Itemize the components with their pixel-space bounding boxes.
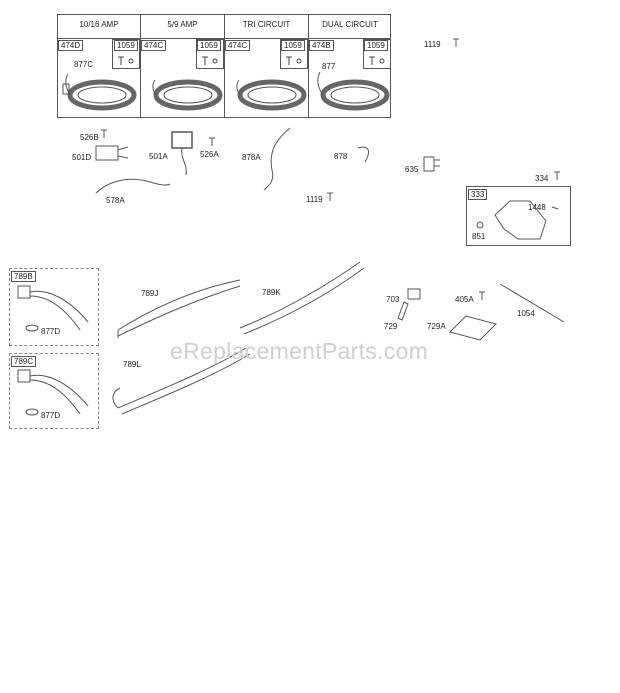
column-header-10-16-amp: 10/16 AMP <box>79 20 119 29</box>
harness-789c[interactable] <box>17 369 89 416</box>
screw-icon-526b <box>101 129 107 138</box>
part-label-1059-col4[interactable]: 1059 <box>364 40 388 51</box>
part-label-501d[interactable]: 501D <box>72 153 92 162</box>
part-label-789b[interactable]: 789B <box>11 271 36 282</box>
screw-icon-1119-mid <box>327 192 333 201</box>
part-label-789j[interactable]: 789J <box>141 289 159 298</box>
part-label-474b[interactable]: 474B <box>309 40 334 51</box>
part-label-877d-lower[interactable]: 877D <box>41 411 61 420</box>
harness-789l[interactable] <box>112 347 251 415</box>
part-label-877d-upper[interactable]: 877D <box>41 327 61 336</box>
part-label-878[interactable]: 878 <box>334 152 348 161</box>
part-label-1054[interactable]: 1054 <box>517 309 535 318</box>
part-label-474c-col3[interactable]: 474C <box>225 40 251 51</box>
part-label-1119-top[interactable]: 1119 <box>424 40 441 49</box>
wire-878[interactable] <box>357 146 369 163</box>
part-label-578a[interactable]: 578A <box>106 196 125 205</box>
part-label-877c[interactable]: 877C <box>74 60 94 69</box>
part-label-729[interactable]: 729 <box>384 322 398 331</box>
armature-333[interactable] <box>476 200 559 240</box>
part-label-334[interactable]: 334 <box>535 174 549 183</box>
part-label-474c-col2[interactable]: 474C <box>141 40 167 51</box>
column-header-5-9-amp: 5/9 AMP <box>167 20 198 29</box>
part-label-526a[interactable]: 526A <box>200 150 219 159</box>
kit-box-789b <box>9 268 99 346</box>
part-label-501a[interactable]: 501A <box>149 152 168 161</box>
part-label-405a[interactable]: 405A <box>455 295 474 304</box>
harness-789b[interactable] <box>17 285 89 332</box>
column-header-dual-circuit: DUAL CIRCUIT <box>322 20 378 29</box>
part-label-789k[interactable]: 789K <box>262 288 281 297</box>
harness-789k[interactable] <box>239 261 365 335</box>
part-label-1448[interactable]: 1448 <box>528 203 546 212</box>
part-label-729a[interactable]: 729A <box>427 322 446 331</box>
kit-box-333 <box>466 186 571 246</box>
part-label-789c[interactable]: 789C <box>11 356 37 367</box>
part-label-789l[interactable]: 789L <box>123 360 141 369</box>
regulator-501a[interactable] <box>171 131 193 176</box>
part-729[interactable] <box>397 301 409 321</box>
part-label-526b[interactable]: 526B <box>80 133 99 142</box>
watermark: eReplacementParts.com <box>170 338 429 364</box>
screw-icon-526a <box>209 137 215 146</box>
part-label-1059-col1[interactable]: 1059 <box>114 40 138 51</box>
stator-tri-circuit[interactable] <box>236 79 307 111</box>
part-label-703[interactable]: 703 <box>386 295 400 304</box>
kit-box-789c <box>9 353 99 429</box>
wire-878a[interactable] <box>263 127 291 191</box>
part-label-878a[interactable]: 878A <box>242 153 261 162</box>
screw-icon-1119-top <box>453 38 459 47</box>
part-label-851[interactable]: 851 <box>472 232 486 241</box>
part-703[interactable] <box>407 288 421 300</box>
part-635[interactable] <box>423 156 440 172</box>
stator-dual-circuit[interactable] <box>317 71 390 111</box>
wire-578a[interactable] <box>95 178 171 194</box>
regulator-501d[interactable] <box>95 145 129 161</box>
column-header-tri-circuit: TRI CIRCUIT <box>242 20 291 29</box>
part-label-1119-mid[interactable]: 1119 <box>306 195 323 204</box>
cable-tie-1054[interactable] <box>499 283 565 323</box>
part-label-877[interactable]: 877 <box>322 62 336 71</box>
part-label-474d[interactable]: 474D <box>58 40 84 51</box>
part-729a[interactable] <box>449 315 497 341</box>
stator-10-16-amp[interactable] <box>62 73 137 111</box>
part-label-1059-col3[interactable]: 1059 <box>281 40 305 51</box>
screw-icon-334 <box>554 171 560 180</box>
screw-icon-405a <box>479 291 485 300</box>
part-label-333[interactable]: 333 <box>468 189 488 200</box>
part-label-1059-col2[interactable]: 1059 <box>197 40 221 51</box>
screw-icons-1059 <box>118 56 385 65</box>
stator-5-9-amp[interactable] <box>152 79 223 111</box>
harness-789j[interactable] <box>117 279 241 338</box>
part-label-635[interactable]: 635 <box>405 165 419 174</box>
